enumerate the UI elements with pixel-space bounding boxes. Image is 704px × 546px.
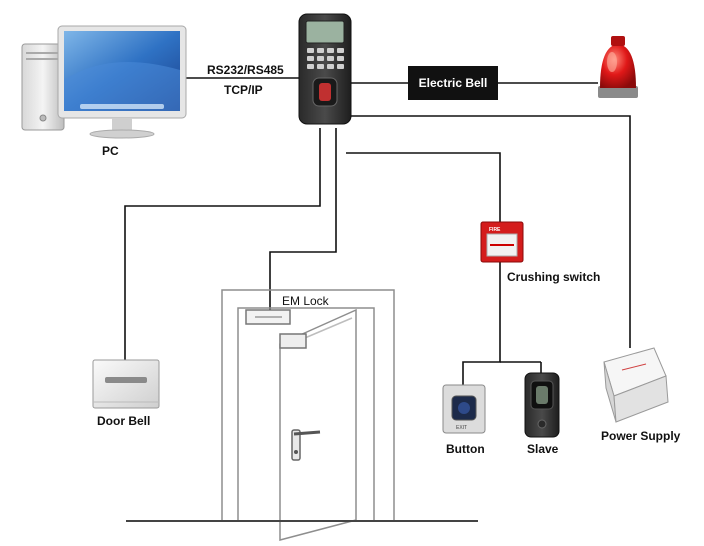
exit-label: EXIT (456, 425, 467, 431)
wire-door-bell (124, 128, 321, 360)
door-icon (221, 289, 395, 541)
fire-label: FIRE (489, 227, 501, 233)
fingerprint-terminal-icon (298, 13, 352, 125)
desktop-computer-icon (21, 25, 187, 139)
fingerprint-reader-icon (524, 372, 560, 438)
electric-bell-label: Electric Bell (418, 76, 488, 90)
button-label: Button (446, 442, 485, 456)
wire-power-supply (350, 115, 631, 348)
door-bell-icon (92, 359, 160, 409)
pc-label: PC (102, 144, 119, 158)
electric-bell-box: Electric Bell (408, 66, 498, 100)
door-bell-label: Door Bell (97, 414, 151, 428)
crushing-switch-label: Crushing switch (507, 270, 601, 284)
wire-crushing-switch (346, 152, 501, 222)
protocol-label-tcp-ip: TCP/IP (224, 83, 263, 97)
protocol-label-rs232-rs485: RS232/RS485 (207, 63, 284, 77)
wire-em-lock (269, 128, 337, 312)
alarm-siren-icon (598, 36, 638, 98)
slave-label: Slave (527, 442, 559, 456)
exit-button-icon: EXIT (442, 384, 486, 434)
power-supply-box-icon (603, 347, 669, 423)
wiring (124, 77, 631, 385)
fire-alarm-switch-icon: FIRE (480, 221, 524, 263)
power-supply-label: Power Supply (601, 429, 681, 443)
wire-switch-button-slave (462, 262, 501, 385)
em-lock-label: EM Lock (282, 294, 329, 308)
